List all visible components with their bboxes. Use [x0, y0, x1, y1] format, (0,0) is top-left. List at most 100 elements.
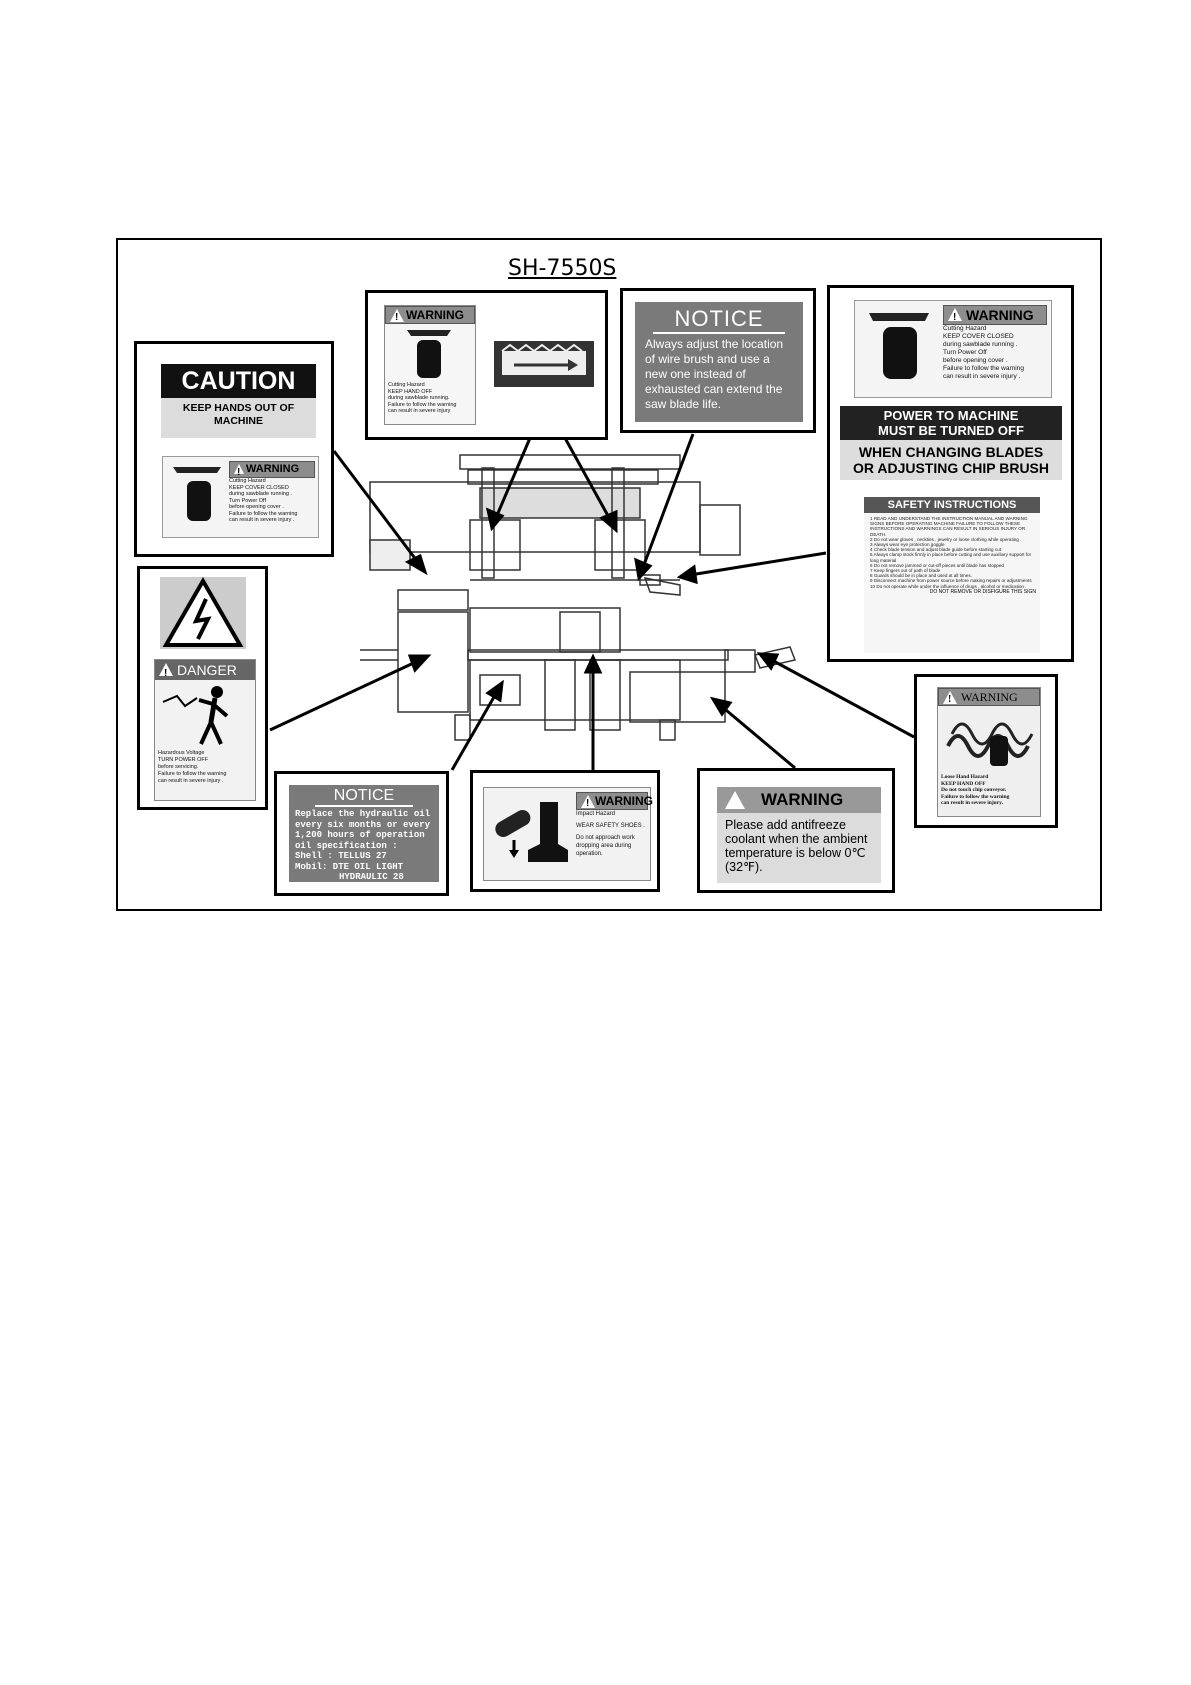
notice-oil-line: 1,200 hours of operation [295, 830, 425, 840]
warning-line: during sawblade running . [943, 341, 1018, 348]
loose-hand-line: can result in severe injury. [941, 800, 1003, 806]
safety-item: 6 Do not remove jammed or cut-off pieces… [870, 562, 1004, 568]
safety-item: 10 Do not operate while under the influe… [870, 583, 1027, 589]
hand-cutting-icon [385, 324, 475, 382]
safety-item: 5 Always clamp stock firmly in place bef… [870, 552, 1032, 563]
top-warning-sign: WARNING Cutting Hazard KEEP HAND OFF dur… [384, 305, 476, 425]
impact-header: WARNING [595, 794, 653, 808]
impact-label-box: WARNING Impact Hazard WEAR SAFETY SHOES … [470, 770, 660, 892]
notice-oil-line: Shell : TELLUS 27 [295, 851, 387, 861]
right-warning-sign: WARNING Cutting Hazard KEEP COVER CLOSED… [854, 300, 1052, 398]
notice-oil-sign: NOTICE Replace the hydraulic oil every s… [289, 785, 439, 882]
warning-line: Failure to follow the warning [229, 510, 298, 517]
caution-warning-sign: WARNING Cutting Hazard KEEP COVER CLOSED… [162, 456, 319, 538]
diagram-frame [116, 238, 1102, 911]
safety-item: 2 Do not wear gloves , neckties , jewelr… [870, 536, 1022, 542]
power-line: OR ADJUSTING CHIP BRUSH [852, 460, 1050, 476]
electrocution-person-icon [155, 680, 255, 750]
notice-oil-line: Replace the hydraulic oil [295, 809, 431, 819]
top-warning-header: WARNING [406, 308, 464, 322]
power-line: POWER TO MACHINE [883, 408, 1019, 423]
notice-brush-sign: NOTICE Always adjust the location of wir… [635, 302, 803, 422]
notice-oil-title: NOTICE [315, 787, 413, 807]
safety-item: 9 Disconnect machine from power source b… [870, 578, 1032, 584]
danger-line: before servicing. [158, 764, 199, 770]
warning-line: can result in severe injury . [229, 517, 295, 523]
safety-list: 1 READ AND UNDERSTAND THE INSTRUCTION MA… [864, 513, 1040, 589]
power-off-sign: POWER TO MACHINE MUST BE TURNED OFF WHEN… [840, 406, 1062, 486]
loose-hand-label-box: WARNING Loose Hand Hazard KEEP HAND OFF … [914, 674, 1058, 828]
notice-brush-title: NOTICE [653, 306, 785, 334]
antifreeze-label-box: WARNING Please add antifreeze coolant wh… [697, 768, 895, 893]
electric-hazard-icon [160, 577, 246, 649]
warning-line: Failure to follow the warning [943, 365, 1024, 372]
warning-line: before opening cover . [229, 504, 284, 510]
safety-footer: DO NOT REMOVE OR DISFIGURE THIS SIGN [929, 588, 1036, 595]
warning-line: Failure to follow the warning [388, 401, 457, 408]
danger-label-box: DANGER Hazardous Voltage TURN POWER OFF … [137, 566, 268, 810]
caution-label-box: CAUTION KEEP HANDS OUT OF MACHINE WARNIN… [134, 341, 334, 557]
warning-line: before opening cover . [943, 357, 1008, 364]
warning-line: during sawblade running . [229, 491, 292, 497]
notice-oil-line: every six months or every [295, 819, 431, 830]
antifreeze-sign: WARNING Please add antifreeze coolant wh… [717, 787, 881, 883]
safety-item: 1 READ AND UNDERSTAND THE INSTRUCTION MA… [870, 516, 1028, 537]
notice-oil-line: Mobil: DTE OIL LIGHT [295, 861, 404, 872]
safety-item: 3 Always wear eye protection goggle [870, 542, 945, 548]
danger-line: Hazardous Voltage [158, 750, 205, 756]
hand-cutting-icon [167, 461, 227, 531]
danger-line: TURN POWER OFF [158, 757, 209, 763]
safety-instructions-sign: SAFETY INSTRUCTIONS 1 READ AND UNDERSTAN… [864, 497, 1040, 653]
chip-conveyor-hand-icon [938, 706, 1040, 774]
model-title: SH-7550S [508, 256, 617, 281]
warning-line: can result in severe injury [388, 408, 451, 414]
warning-line: during sawblade running. [388, 395, 450, 401]
pointer-arrows [269, 433, 915, 771]
safety-item: 8 Guards should be in place and used at … [870, 573, 972, 579]
notice-oil-label-box: NOTICE Replace the hydraulic oil every s… [274, 771, 449, 896]
safety-item: 4 Check blade tension and adjust blade g… [870, 547, 1002, 553]
loose-hand-sign: WARNING Loose Hand Hazard KEEP HAND OFF … [937, 687, 1041, 817]
warning-line: Turn Power Off [229, 497, 266, 504]
danger-line: Failure to follow the warning [158, 771, 227, 777]
notice-brush-label-box: NOTICE Always adjust the location of wir… [620, 288, 816, 433]
danger-header: DANGER [177, 662, 237, 678]
impact-line: Impact Hazard [576, 811, 616, 817]
danger-sign: DANGER Hazardous Voltage TURN POWER OFF … [154, 659, 256, 801]
blade-direction-icon [494, 341, 594, 387]
loose-hand-header: WARNING [961, 690, 1018, 704]
notice-brush-text: Always adjust the location of wire brush… [645, 337, 784, 411]
antifreeze-header: WARNING [761, 790, 844, 809]
safety-item: 7 Keep fingers out of path of blade [870, 568, 941, 574]
warning-triangle-icon [725, 791, 745, 809]
danger-line: can result in severe injury . [158, 778, 224, 784]
warning-line: KEEP COVER CLOSED [229, 484, 289, 491]
loose-hand-line: Do not touch chip conveyor. [941, 787, 1007, 793]
impact-line: WEAR SAFETY SHOES . [576, 823, 645, 829]
notice-oil-line: HYDRAULIC 28 [339, 872, 404, 882]
caution-sign: CAUTION KEEP HANDS OUT OF MACHINE [161, 364, 316, 438]
warning-line: Turn Power Off [943, 349, 987, 356]
impact-sign: WARNING Impact Hazard WEAR SAFETY SHOES … [483, 787, 653, 881]
warning-line: can result in severe injury . [943, 373, 1021, 380]
caution-title: CAUTION [161, 364, 316, 398]
safety-title: SAFETY INSTRUCTIONS [864, 497, 1040, 513]
notice-oil-line: oil specification : [295, 840, 398, 851]
right-warning-header: WARNING [966, 307, 1034, 323]
right-labels-box: WARNING Cutting Hazard KEEP COVER CLOSED… [827, 285, 1074, 662]
loose-hand-line: Loose Hand Hazard [941, 774, 989, 780]
warning-line: Cutting Hazard [229, 478, 266, 484]
warning-line: Cutting Hazard [943, 325, 987, 332]
caution-warning-header: WARNING [246, 463, 300, 475]
impact-falling-icon [488, 794, 572, 874]
loose-hand-line: KEEP HAND OFF [941, 780, 986, 787]
power-line: WHEN CHANGING BLADES [858, 444, 1044, 460]
antifreeze-text: Please add antifreeze coolant when the a… [725, 818, 868, 874]
caution-text: KEEP HANDS OUT OF MACHINE [182, 402, 295, 427]
top-warning-label-box: WARNING Cutting Hazard KEEP HAND OFF dur… [365, 290, 608, 440]
warning-line: Cutting Hazard [388, 382, 425, 388]
warning-line: KEEP HAND OFF [388, 388, 433, 395]
power-line: MUST BE TURNED OFF [878, 423, 1024, 438]
warning-line: KEEP COVER CLOSED [943, 333, 1014, 340]
